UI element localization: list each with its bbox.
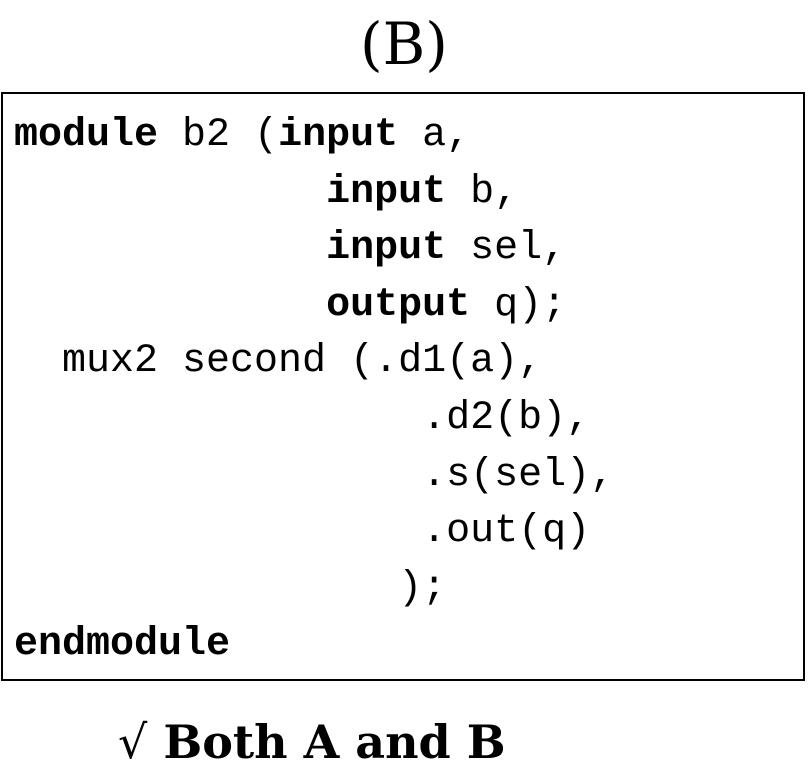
- code-text: sel,: [446, 226, 567, 272]
- code-text: [14, 170, 326, 215]
- code-line: mux2 second (.d1(a),: [14, 339, 542, 384]
- code-text: .d2(b),: [14, 395, 591, 441]
- code-text: a,: [398, 113, 471, 158]
- code-text: .out(q): [14, 509, 591, 555]
- code-line: );: [14, 566, 446, 611]
- code-text: mux2 second (.d1(a),: [14, 339, 543, 385]
- code-line: endmodule: [14, 622, 230, 667]
- code-text: q);: [470, 282, 567, 328]
- code-keyword: output: [326, 282, 471, 328]
- code-text: [14, 283, 326, 328]
- code-keyword: input: [326, 169, 447, 215]
- code-keyword: input: [326, 226, 447, 272]
- code-text: b,: [446, 169, 519, 215]
- code-text: b2 (: [158, 113, 279, 158]
- code-line: input b,: [14, 170, 518, 215]
- check-mark-icon: √: [118, 715, 148, 769]
- verilog-code-block: module b2 (input a, input b, input sel, …: [14, 108, 614, 674]
- code-line: input sel,: [14, 226, 566, 271]
- code-line: .d2(b),: [14, 396, 590, 441]
- panel-label: (B): [360, 10, 448, 78]
- answer-line: √ Both A and B: [118, 712, 506, 772]
- code-keyword: module: [14, 113, 159, 158]
- code-line: module b2 (input a,: [14, 113, 470, 158]
- code-line: .s(sel),: [14, 453, 614, 498]
- code-text: [14, 226, 326, 271]
- code-text: );: [14, 565, 447, 611]
- code-keyword: endmodule: [14, 622, 231, 668]
- code-line: .out(q): [14, 509, 590, 554]
- code-keyword: input: [278, 113, 399, 158]
- code-line: output q);: [14, 283, 566, 328]
- code-box: module b2 (input a, input b, input sel, …: [1, 92, 805, 681]
- answer-text: Both A and B: [163, 715, 506, 769]
- code-text: .s(sel),: [14, 452, 615, 498]
